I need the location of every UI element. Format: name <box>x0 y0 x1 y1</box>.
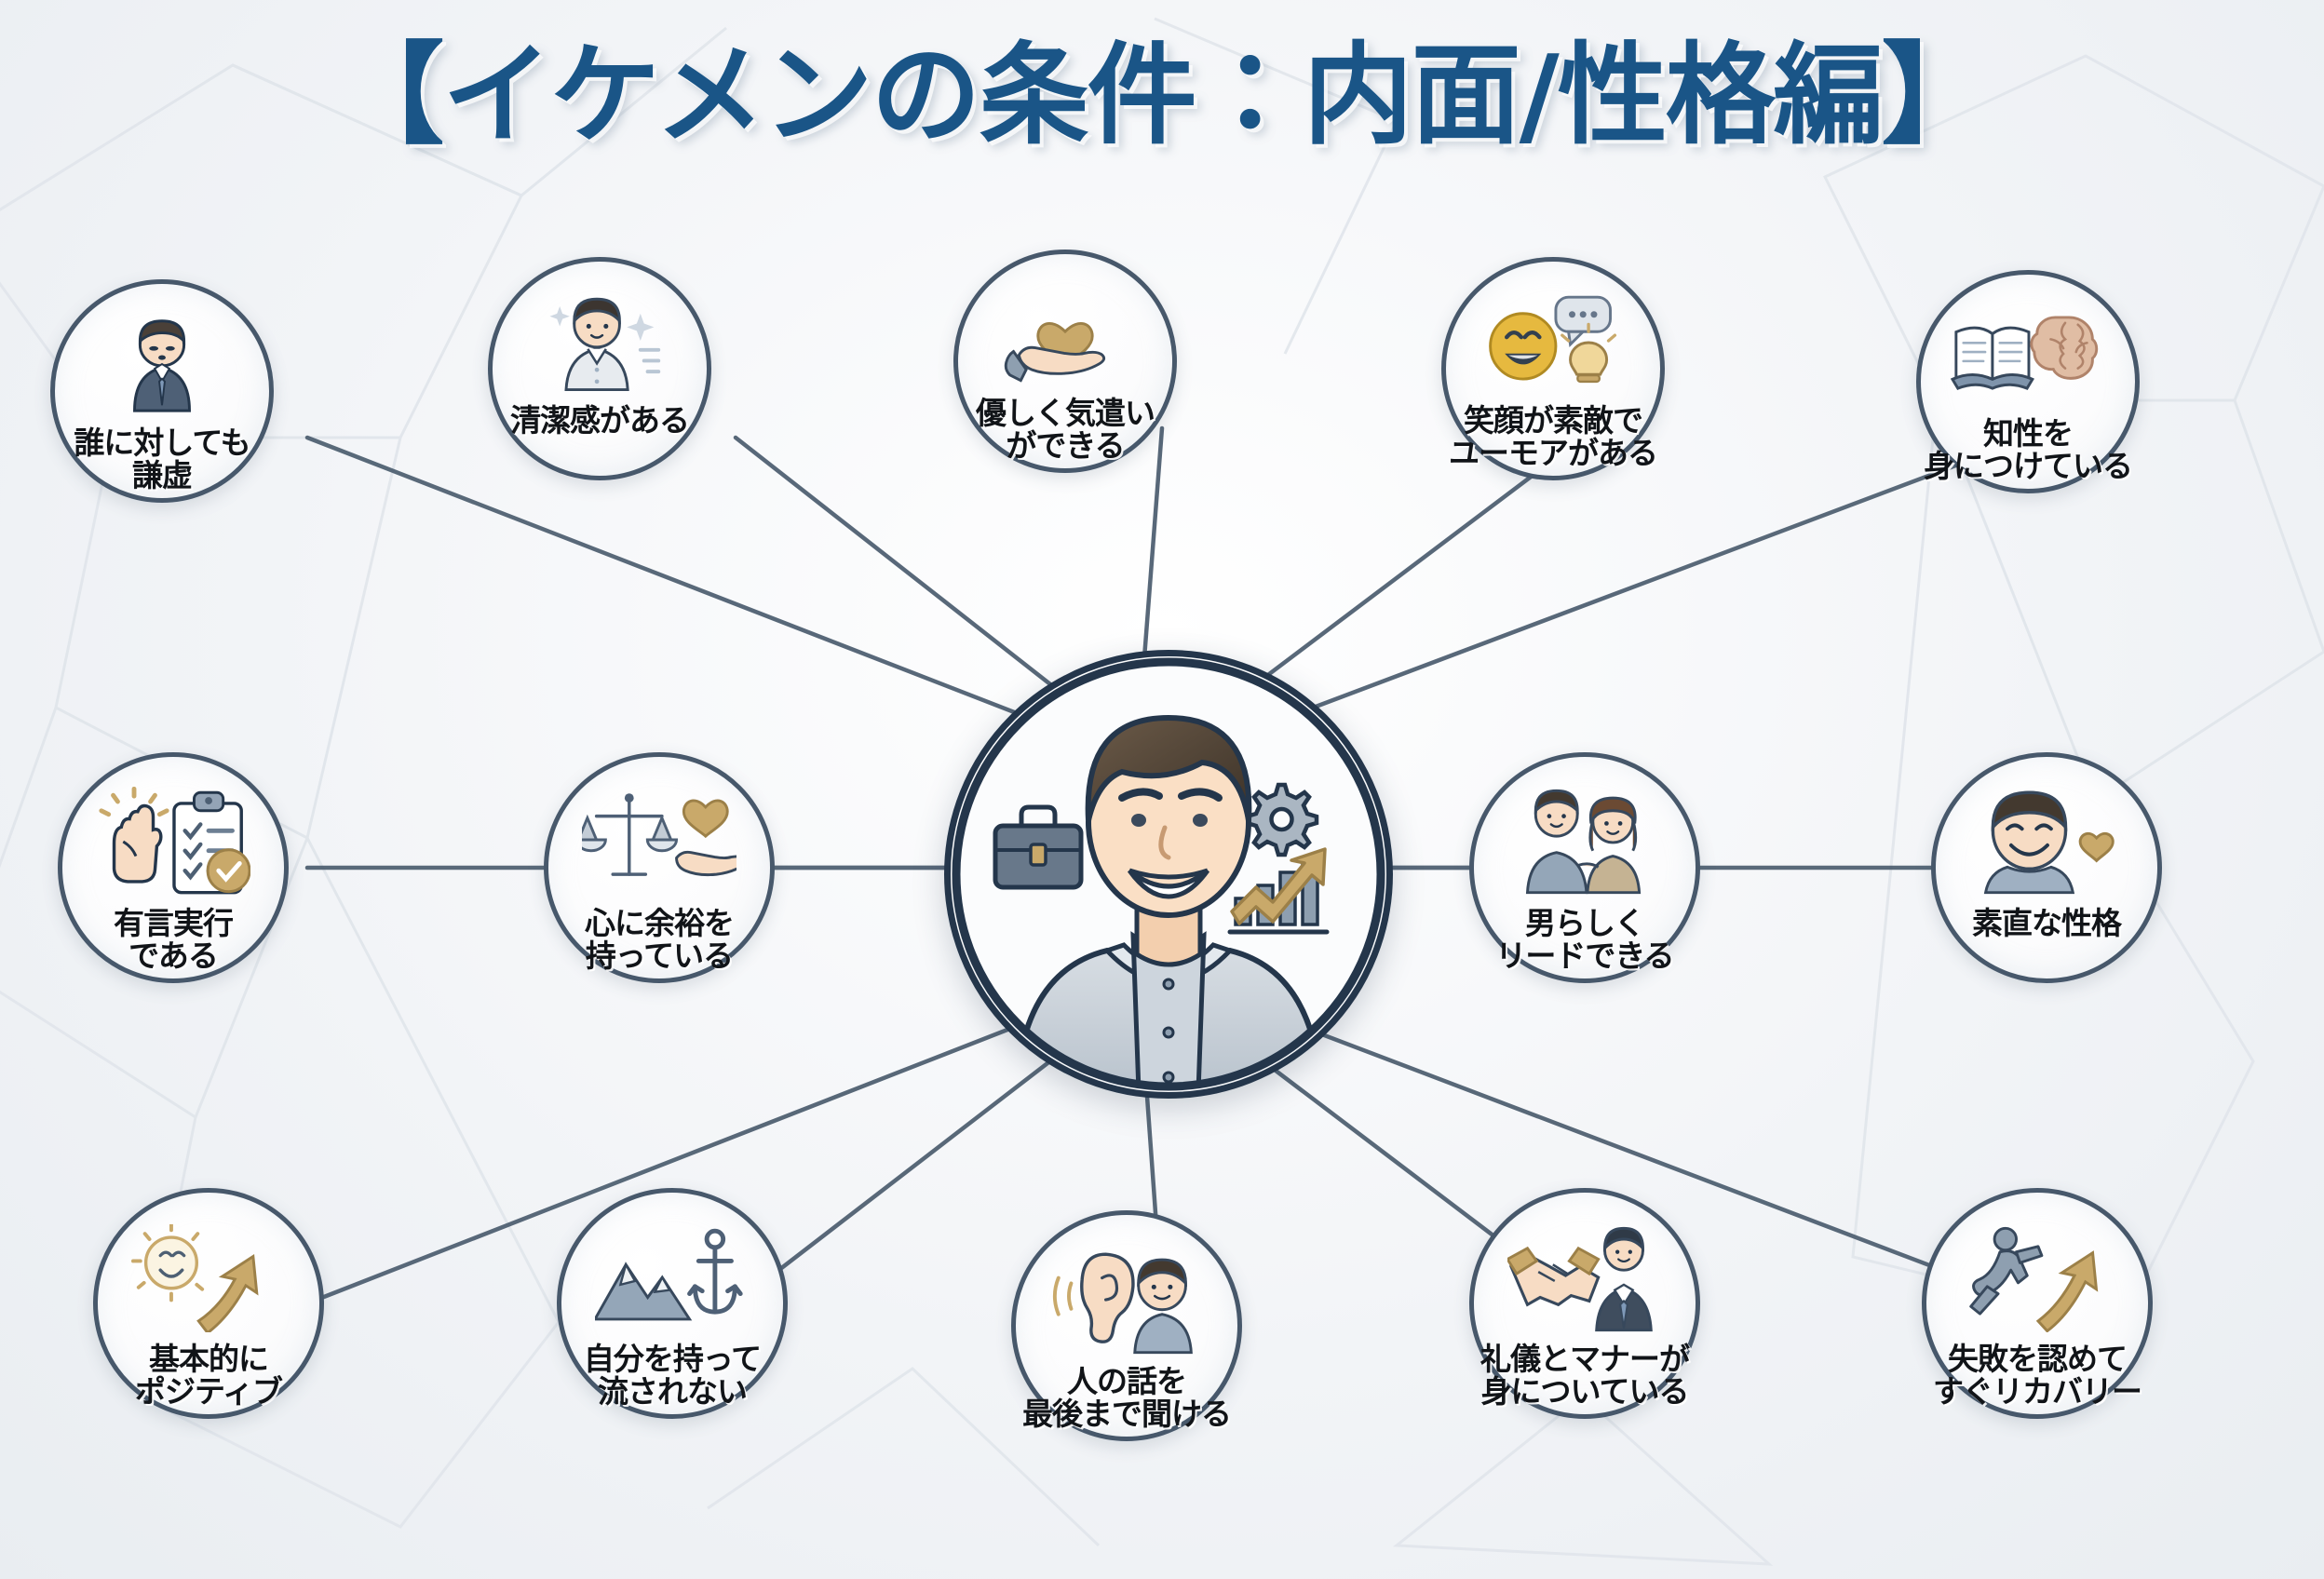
laughing-face-bulb-icon <box>1446 282 1660 401</box>
node-label: 基本的に ポジティブ <box>134 1341 283 1410</box>
node-humor[interactable]: 笑顔が素敵で ユーモアがある <box>1441 257 1665 480</box>
node-kind[interactable]: 優しく気遣い ができる <box>953 250 1177 473</box>
node-label: 誰に対しても 謙虚 <box>74 425 250 493</box>
node-label: 優しく気遣い ができる <box>976 395 1155 464</box>
node-promise[interactable]: 有言実行 である <box>58 752 289 983</box>
node-label: 失敗を認めて すぐリカバリー <box>1933 1341 2142 1410</box>
central-hub[interactable] <box>944 650 1393 1099</box>
sun-smile-arrow-icon <box>98 1217 319 1340</box>
page-title: 【イケメンの条件：内面/性格編】 <box>334 31 1992 159</box>
node-recovery[interactable]: 失敗を認めて すぐリカバリー <box>1922 1188 2153 1419</box>
node-label: 礼儀とマナーが 身についている <box>1480 1341 1690 1410</box>
gear-icon <box>1244 782 1319 857</box>
node-selfbelief[interactable]: 自分を持って 流されない <box>557 1188 788 1419</box>
node-lead[interactable]: 男らしく リードできる <box>1469 752 1700 983</box>
node-label: 知性を 身につけている <box>1924 415 2133 484</box>
node-clean[interactable]: 清潔感がある <box>488 257 711 480</box>
mountain-anchor-icon <box>561 1217 783 1340</box>
node-honest[interactable]: 素直な性格 <box>1931 752 2162 983</box>
heart-in-hand-icon <box>958 275 1172 394</box>
couple-leading-icon <box>1474 779 1696 902</box>
growth-chart-icon <box>1227 847 1330 935</box>
node-label: 男らしく リードできる <box>1495 905 1674 974</box>
node-label: 人の話を 最後まで聞ける <box>1022 1363 1232 1432</box>
node-humble[interactable]: 誰に対しても 謙虚 <box>50 279 274 503</box>
clean-man-sparkle-icon <box>493 282 707 401</box>
handshake-suit-icon <box>1474 1217 1696 1340</box>
node-label: 自分を持って 流されない <box>583 1341 762 1410</box>
briefcase-icon <box>993 804 1084 890</box>
node-label: 笑顔が素敵で ユーモアがある <box>1449 402 1658 471</box>
node-label: 素直な性格 <box>1972 905 2122 941</box>
node-positive[interactable]: 基本的に ポジティブ <box>93 1188 324 1419</box>
smiling-man-heart-icon <box>1936 779 2157 902</box>
stumble-recover-arrow-icon <box>1926 1217 2148 1340</box>
bowing-businessman-icon <box>55 304 269 424</box>
fist-checklist-icon <box>62 779 284 902</box>
scale-heart-hand-icon <box>548 779 770 902</box>
central-man-illustration <box>952 657 1385 1091</box>
ear-listening-icon <box>1016 1239 1237 1362</box>
node-listener[interactable]: 人の話を 最後まで聞ける <box>1011 1210 1242 1441</box>
node-label: 清潔感がある <box>510 402 690 439</box>
node-composure[interactable]: 心に余裕を 持っている <box>544 752 775 983</box>
node-intellect[interactable]: 知性を 身につけている <box>1916 270 2140 493</box>
book-brain-icon <box>1921 295 2135 414</box>
node-label: 心に余裕を 持っている <box>585 905 735 974</box>
node-label: 有言実行 である <box>114 905 234 974</box>
node-manners[interactable]: 礼儀とマナーが 身についている <box>1469 1188 1700 1419</box>
